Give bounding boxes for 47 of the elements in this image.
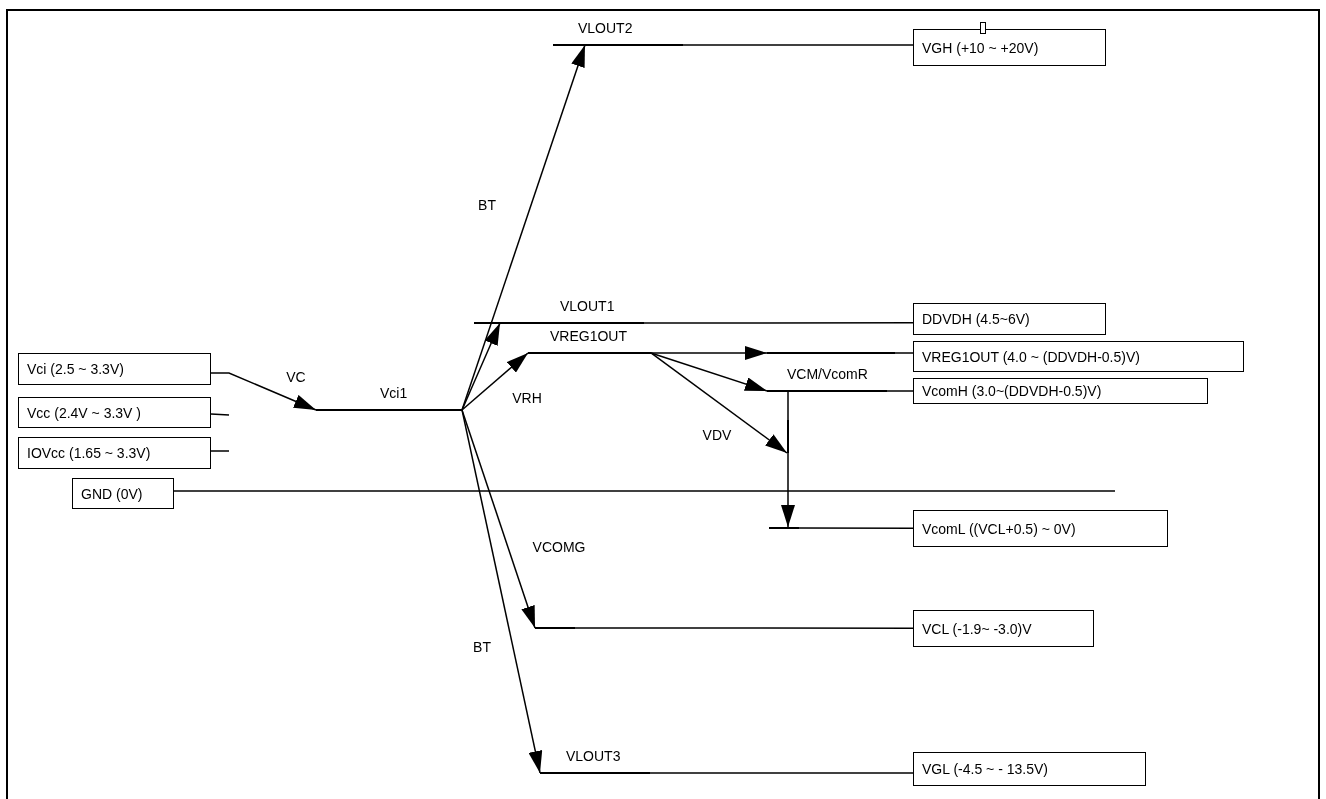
connector-line xyxy=(173,490,1116,492)
edge-label: BT xyxy=(473,639,491,655)
voltage-box: VcomH (3.0~(DDVDH-0.5)V) xyxy=(913,378,1208,404)
edge-label: VCOMG xyxy=(532,539,586,555)
arrow xyxy=(650,346,768,360)
arrow xyxy=(461,409,543,774)
voltage-box: Vci (2.5 ~ 3.3V) xyxy=(18,353,211,385)
voltage-box: Vcc (2.4V ~ 3.3V ) xyxy=(18,397,211,428)
rail-line xyxy=(535,627,575,629)
edge-label: BT xyxy=(478,197,496,213)
voltage-rail: VLOUT1 xyxy=(500,298,644,324)
voltage-box: VCL (-1.9~ -3.0)V xyxy=(913,610,1094,647)
arrow xyxy=(650,352,788,454)
voltage-box: VcomL ((VCL+0.5) ~ 0V) xyxy=(913,510,1168,547)
arrow xyxy=(461,322,501,411)
connector-line xyxy=(210,450,230,452)
voltage-box: VGL (-4.5 ~ - 13.5V) xyxy=(913,752,1146,786)
voltage-rail: VREG1OUT xyxy=(528,328,651,354)
voltage-rail: Vci1 xyxy=(316,385,462,411)
connector-line xyxy=(682,44,914,46)
connector-line xyxy=(649,772,914,774)
edge-label: VDV xyxy=(702,427,732,443)
voltage-box: VREG1OUT (4.0 ~ (DDVDH-0.5)V) xyxy=(913,341,1244,372)
voltage-rail: VLOUT3 xyxy=(540,748,650,774)
voltage-rail: VCM/VcomR xyxy=(767,366,887,392)
connector-line xyxy=(798,527,914,529)
edge-label: VC xyxy=(286,369,306,385)
rail-line xyxy=(767,352,895,354)
arrow xyxy=(461,352,529,411)
connector-line xyxy=(210,413,230,416)
connector-line xyxy=(886,390,914,392)
connector-line xyxy=(574,627,914,629)
connector-line xyxy=(787,390,789,421)
connector-line xyxy=(894,352,914,354)
arrow xyxy=(650,352,768,392)
rail-line xyxy=(787,420,789,453)
voltage-box: IOVcc (1.65 ~ 3.3V) xyxy=(18,437,211,469)
arrow xyxy=(781,452,795,528)
rail-line xyxy=(769,527,799,529)
voltage-box: VGH (+10 ~ +20V) xyxy=(913,29,1106,66)
voltage-box: DDVDH (4.5~6V) xyxy=(913,303,1106,335)
arrow xyxy=(461,409,536,629)
voltage-box: GND (0V) xyxy=(72,478,174,509)
edge-label: VRH xyxy=(512,390,542,406)
connector-line xyxy=(643,322,914,324)
voltage-rail: VLOUT2 xyxy=(553,20,683,46)
arrow xyxy=(210,372,317,411)
